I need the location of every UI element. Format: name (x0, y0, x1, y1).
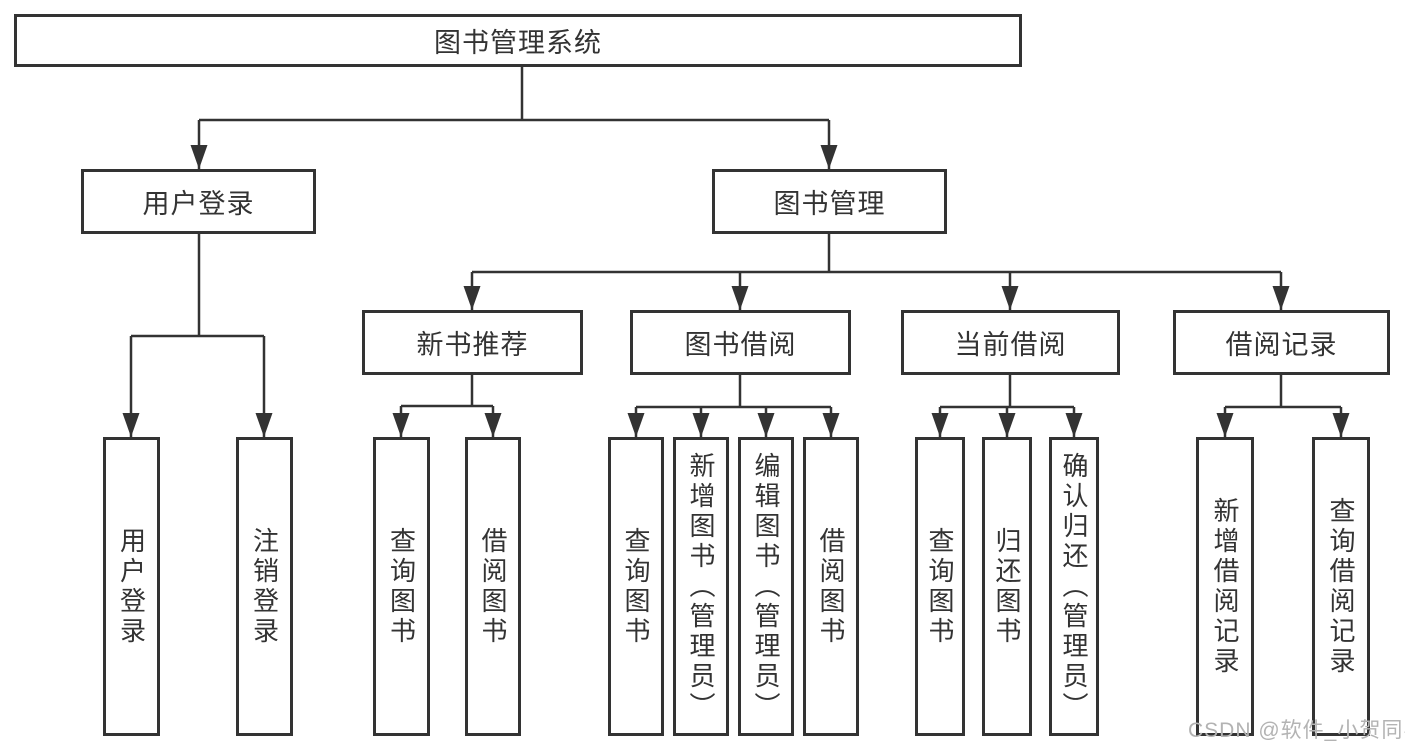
leaf-borrow-edit-books-admin: 编辑图书（管理员） (738, 437, 794, 736)
node-borrow-record: 借阅记录 (1173, 310, 1390, 375)
leaf-current-confirm-return-admin: 确认归还（管理员） (1049, 437, 1099, 736)
leaf-borrow-query-books: 查询图书 (608, 437, 664, 736)
node-book-borrow: 图书借阅 (630, 310, 851, 375)
node-new-book-recommend: 新书推荐 (362, 310, 583, 375)
leaf-recommend-borrow-books: 借阅图书 (465, 437, 521, 736)
csdn-watermark: CSDN @软件_小贺同学 (1188, 719, 1405, 742)
leaf-user-login: 用户登录 (103, 437, 160, 736)
leaf-current-query-books: 查询图书 (915, 437, 965, 736)
node-user-login: 用户登录 (81, 169, 316, 234)
leaf-borrow-borrow-books: 借阅图书 (803, 437, 859, 736)
leaf-record-add: 新增借阅记录 (1196, 437, 1254, 736)
leaf-borrow-add-books-admin: 新增图书（管理员） (673, 437, 729, 736)
node-book-management: 图书管理 (712, 169, 947, 234)
leaf-recommend-query-books: 查询图书 (373, 437, 430, 736)
leaf-record-query: 查询借阅记录 (1312, 437, 1370, 736)
leaf-logout: 注销登录 (236, 437, 293, 736)
node-root-system: 图书管理系统 (14, 14, 1022, 67)
leaf-current-return-books: 归还图书 (982, 437, 1032, 736)
node-current-borrow: 当前借阅 (901, 310, 1120, 375)
